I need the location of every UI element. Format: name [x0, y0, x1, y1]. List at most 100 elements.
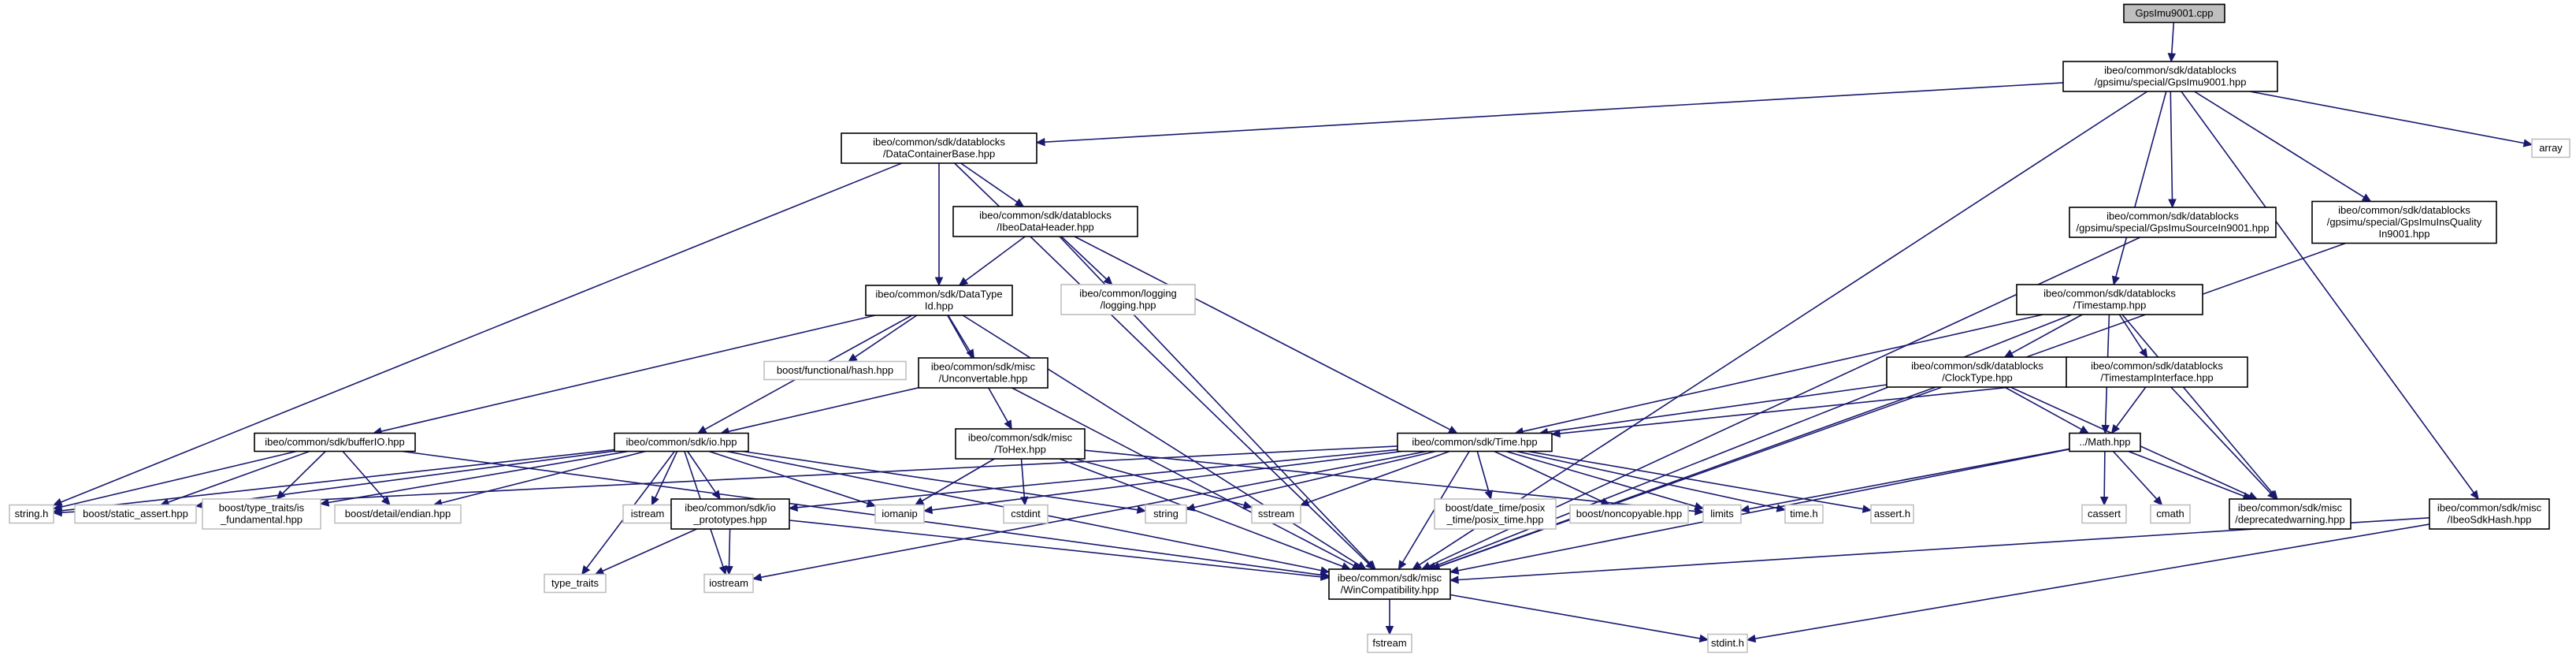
node-ibeodataheader[interactable]: ibeo/common/sdk/datablocks/IbeoDataHeade…: [952, 206, 1138, 237]
node-box: [670, 498, 790, 530]
edge-line: [441, 450, 646, 504]
node-gpsimu9001[interactable]: ibeo/common/sdk/datablocks/gpsimu/specia…: [2062, 61, 2278, 92]
node-label: iomanip: [882, 508, 918, 520]
node-clocktype[interactable]: ibeo/common/sdk/datablocks/ClockType.hpp: [1886, 356, 2069, 388]
node-box: [2150, 504, 2191, 524]
node-box: [918, 357, 1049, 389]
edge-wincompat-to-fstream: [1385, 599, 1394, 635]
node-ioprototypes[interactable]: ibeo/common/sdk/io_prototypes.hpp: [670, 498, 790, 530]
node-label: ibeo/common/sdk/misc: [2437, 502, 2542, 514]
node-tohex[interactable]: ibeo/common/sdk/misc/ToHex.hpp: [955, 428, 1086, 460]
node-asserth: assert.h: [1870, 504, 1914, 524]
node-label: /ClockType.hpp: [1942, 372, 2013, 384]
node-label: limits: [1710, 508, 1734, 520]
edge-line: [728, 528, 731, 567]
node-box: [1870, 504, 1914, 524]
edge-line: [1457, 449, 2070, 572]
edge-arrowhead: [2111, 275, 2120, 286]
node-label: ibeo/common/sdk/misc: [1338, 572, 1442, 584]
node-label: ibeo/common/sdk/datablocks: [2043, 288, 2176, 300]
node-box: [1251, 504, 1301, 524]
edge-arrowhead: [718, 564, 727, 575]
node-label: /TimestampInterface.hpp: [2100, 372, 2213, 384]
node-bufferio[interactable]: ibeo/common/sdk/bufferIO.hpp: [254, 432, 416, 453]
node-gpsinsquality[interactable]: ibeo/common/sdk/datablocks/gpsimu/specia…: [2311, 200, 2497, 244]
node-label: ibeo/common/sdk/misc: [2238, 502, 2343, 514]
node-unconvertable[interactable]: ibeo/common/sdk/misc/Unconvertable.hpp: [918, 357, 1049, 389]
edge-arrowhead: [2470, 490, 2479, 500]
node-label: cstdint: [1011, 508, 1041, 520]
edge-line: [854, 315, 918, 358]
edge-line: [960, 162, 1018, 203]
edge-clocktype-to-mathhpp: [2004, 386, 2090, 434]
edge-arrowhead: [1550, 429, 1561, 438]
edge-line: [1547, 384, 1887, 433]
edge-arrowhead: [2139, 348, 2148, 359]
node-box: [9, 504, 54, 524]
node-box: [2069, 432, 2141, 453]
edge-ibeodataheader-to-logging: [1060, 236, 1113, 285]
node-layer: GpsImu9001.cpp ibeo/common/sdk/datablocks…: [9, 3, 2570, 654]
node-dcbase[interactable]: ibeo/common/sdk/datablocks/DataContainer…: [841, 132, 1037, 164]
node-iohpp[interactable]: ibeo/common/sdk/io.hpp: [614, 432, 749, 453]
edge-arrowhead: [1035, 137, 1045, 147]
node-box: [1397, 432, 1553, 453]
edge-arrowhead: [1739, 505, 1750, 513]
node-box: [952, 206, 1138, 237]
node-mathhpp[interactable]: ../Math.hpp: [2069, 432, 2141, 453]
edge-line: [402, 450, 1322, 576]
node-endian: boost/detail/endian.hpp: [334, 504, 462, 524]
edge-arrowhead: [581, 564, 591, 575]
node-label: string.h: [15, 508, 49, 520]
node-label: /logging.hpp: [1101, 300, 1156, 311]
edge-arrowhead: [1014, 198, 1025, 207]
edge-iohpp-to-typetraitsfund: [319, 450, 629, 507]
edge-timehpp-to-string: [1185, 450, 1436, 512]
node-label: ibeo/common/sdk/io: [685, 502, 776, 514]
edge-arrowhead: [2003, 349, 2014, 358]
node-gpsimusource[interactable]: ibeo/common/sdk/datablocks/gpsimu/specia…: [2069, 207, 2277, 238]
node-label: _prototypes.hpp: [692, 514, 766, 526]
node-cassert: cassert: [2081, 504, 2127, 524]
node-label: _time/posix_time.hpp: [1446, 514, 1544, 526]
edge-arrowhead: [725, 565, 733, 575]
node-deprecated[interactable]: ibeo/common/sdk/misc/deprecatedwarning.h…: [2229, 498, 2351, 530]
node-label: /IbeoSdkHash.hpp: [2448, 514, 2532, 526]
node-iostream: iostream: [703, 573, 754, 594]
edge-root-to-gpsimu9001: [2167, 22, 2177, 63]
node-tsinterface[interactable]: ibeo/common/sdk/datablocks/TimestampInte…: [2066, 356, 2248, 388]
edge-line: [1748, 448, 2070, 510]
node-label: ibeo/common/sdk/datablocks: [2091, 360, 2223, 372]
edge-arrowhead: [922, 505, 934, 515]
edge-line: [2115, 386, 2147, 427]
node-logging: ibeo/common/logging/logging.hpp: [1060, 284, 1196, 315]
node-timestamp[interactable]: ibeo/common/sdk/datablocks/Timestamp.hpp: [2016, 284, 2203, 315]
edge-arrowhead: [1447, 425, 1458, 434]
edge-bufferio-to-endian: [342, 450, 391, 506]
edge-arrowhead: [1694, 502, 1705, 511]
edge-tsinterface-to-timehpp: [1550, 381, 2067, 438]
node-label: /IbeoDataHeader.hpp: [997, 222, 1094, 233]
node-timehpp[interactable]: ibeo/common/sdk/Time.hpp: [1397, 432, 1553, 453]
edge-datatypeid-to-funchash: [848, 315, 918, 363]
node-root[interactable]: GpsImu9001.cpp: [2123, 3, 2225, 24]
node-box: [703, 573, 754, 594]
edge-line: [1011, 387, 1354, 567]
node-label: /WinCompatibility.hpp: [1341, 584, 1439, 596]
edge-line: [2115, 91, 2167, 277]
node-box: [1328, 568, 1451, 600]
edge-arrowhead: [711, 490, 721, 501]
edge-line: [1449, 594, 1701, 639]
node-label: cmath: [2156, 508, 2184, 520]
edge-line: [2103, 451, 2106, 497]
node-wincompat[interactable]: ibeo/common/sdk/misc/WinCompatibility.hp…: [1328, 568, 1451, 600]
edge-arrowhead: [934, 277, 944, 287]
node-sdkhash[interactable]: ibeo/common/sdk/misc/IbeoSdkHash.hpp: [2429, 498, 2550, 530]
edge-timehpp-to-iomanip: [922, 450, 1402, 515]
edge-arrowhead: [1185, 503, 1196, 512]
edge-line: [1419, 91, 2148, 566]
edge-sdkhash-to-stdinth: [1746, 523, 2430, 643]
edge-arrowhead: [2361, 193, 2372, 203]
edge-tsinterface-to-mathhpp: [2110, 386, 2147, 434]
